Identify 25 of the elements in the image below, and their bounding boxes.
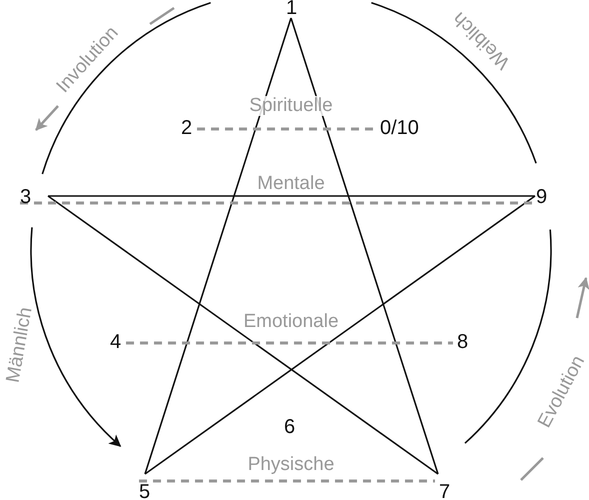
arc-line [464,230,552,444]
number-label: 6 [284,418,296,436]
dashed-line [20,202,532,204]
edge-label: Physische [246,455,336,475]
number-label: 2 [181,119,192,137]
number-label: 8 [457,333,468,351]
number-label: 9 [536,188,548,206]
arc-line [42,2,211,174]
star-line [144,18,292,474]
arc-line [371,2,537,164]
number-label: 0/10 [380,119,419,137]
number-label: 7 [439,483,450,500]
star-line [48,195,535,197]
star-line [48,195,438,475]
star-line [144,195,536,475]
arc-line [30,227,122,447]
number-label: 4 [110,333,122,351]
number-label: 1 [286,0,298,17]
dashed-line [139,480,435,482]
edge-label: Spirituelle [248,96,334,116]
star-line [290,18,439,474]
number-label: 3 [20,188,32,206]
dashed-line [126,342,453,344]
number-label: 5 [139,483,150,500]
dashed-line [197,128,376,130]
